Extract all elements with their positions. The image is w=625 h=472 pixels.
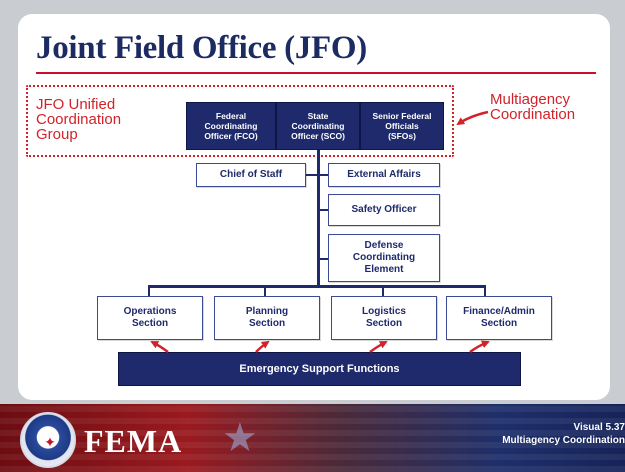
- esf-label: Emergency Support Functions: [239, 363, 400, 375]
- flag-star-icon: ★: [222, 416, 258, 460]
- chief-of-staff-label: Chief of Staff: [219, 169, 283, 180]
- sco-line: Officer (SCO): [291, 131, 345, 141]
- external-affairs-label: External Affairs: [347, 169, 421, 180]
- logistics-line: Section: [365, 318, 403, 329]
- sections-horizontal-connector: [148, 285, 486, 288]
- multiagency-label-line: Coordination: [490, 106, 576, 123]
- safety-officer-label: Safety Officer: [351, 204, 417, 215]
- logistics-section-box: Logistics Section: [331, 296, 437, 340]
- planning-line: Section: [248, 318, 286, 329]
- safety-officer-box: Safety Officer: [328, 194, 440, 226]
- footer-flag-stripes: [0, 404, 625, 472]
- operations-line: Operations: [123, 306, 177, 317]
- emergency-support-functions-bar: Emergency Support Functions: [118, 352, 521, 386]
- logistics-line: Logistics: [362, 306, 406, 317]
- ucg-label-line: Coordination: [36, 111, 122, 128]
- operations-drop: [148, 285, 150, 297]
- defense-line: Element: [364, 264, 404, 275]
- finance-line: Section: [480, 318, 518, 329]
- main-vertical-connector: [317, 150, 320, 287]
- seal-eagle-icon: ✦: [44, 433, 56, 450]
- finance-line: Finance/Admin: [463, 306, 535, 317]
- chief-of-staff-box: Chief of Staff: [196, 163, 306, 187]
- sfo-line: (SFOs): [388, 131, 416, 141]
- planning-section-box: Planning Section: [214, 296, 320, 340]
- fco-box: Federal Coordinating Officer (FCO): [186, 102, 276, 150]
- logistics-drop: [382, 285, 384, 297]
- defense-line: Coordinating: [352, 252, 416, 263]
- planning-drop: [264, 285, 266, 297]
- ucg-label-line: Group: [36, 126, 78, 143]
- operations-line: Section: [131, 318, 169, 329]
- defense-connector: [318, 258, 328, 260]
- multiagency-label-line: Multiagency: [490, 91, 571, 108]
- safety-connector: [318, 209, 328, 211]
- sfo-box: Senior Federal Officials (SFOs): [360, 102, 444, 150]
- footer-banner: [0, 404, 625, 472]
- finance-drop: [484, 285, 486, 297]
- slide-title: Joint Field Office (JFO): [36, 30, 367, 66]
- sco-line: Coordinating: [291, 121, 345, 131]
- title-underline: [36, 72, 596, 74]
- sco-box: State Coordinating Officer (SCO): [276, 102, 360, 150]
- unified-coordination-group-label: JFO Unified Coordination Group: [36, 97, 186, 142]
- finance-admin-section-box: Finance/Admin Section: [446, 296, 552, 340]
- ucg-label-line: JFO Unified: [36, 96, 116, 113]
- defense-line: Defense: [364, 240, 404, 251]
- visual-subtitle: Multiagency Coordination: [502, 435, 625, 446]
- planning-line: Planning: [245, 306, 289, 317]
- unified-coordination-group-outline: [26, 85, 454, 157]
- fema-logo-text: FEMA: [84, 423, 183, 459]
- dhs-seal-icon: ✦: [20, 412, 76, 468]
- multiagency-coordination-label: Multiagency Coordination: [490, 92, 575, 122]
- fco-line: Coordinating: [204, 121, 258, 131]
- external-affairs-box: External Affairs: [328, 163, 440, 187]
- defense-coordinating-element-box: Defense Coordinating Element: [328, 234, 440, 282]
- operations-section-box: Operations Section: [97, 296, 203, 340]
- sco-line: State: [307, 111, 329, 121]
- sfo-line: Officials: [385, 121, 419, 131]
- fco-line: Federal: [215, 111, 247, 121]
- staff-horizontal-connector: [306, 174, 330, 176]
- fco-line: Officer (FCO): [204, 131, 258, 141]
- sfo-line: Senior Federal: [372, 111, 432, 121]
- visual-number: Visual 5.37: [573, 422, 625, 433]
